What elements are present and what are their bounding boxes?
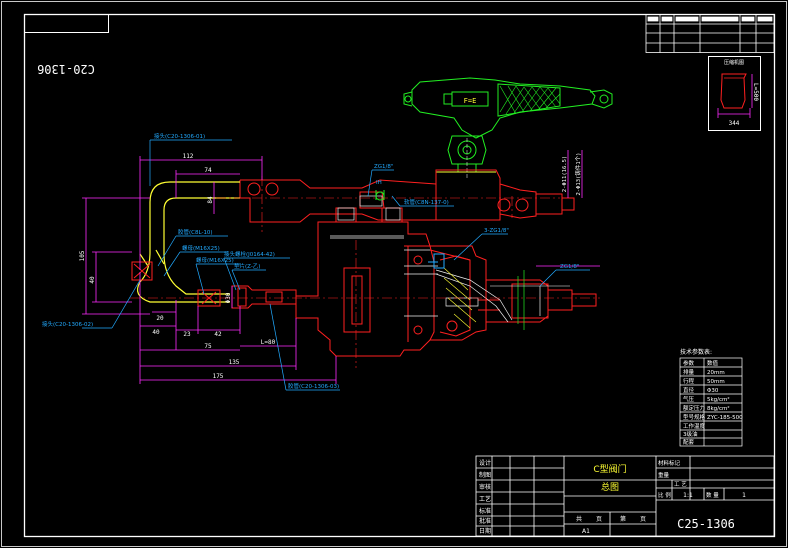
tb-scale-label: 比 例 bbox=[658, 491, 671, 499]
callout-c-top: 接头(C20-1306-01) bbox=[154, 132, 205, 140]
callout-h: IH bbox=[376, 180, 382, 186]
dim-20: 20 bbox=[156, 315, 164, 322]
callout-zg-right: ZG1/8" bbox=[560, 264, 579, 270]
spec-row-6-k: 型号规格 bbox=[683, 413, 706, 421]
hole-a-dim: 2-Φ11(16.5) bbox=[562, 156, 568, 192]
callout-c-left: 接头(C20-1306-02) bbox=[42, 320, 93, 328]
dim-42: 42 bbox=[214, 331, 222, 338]
spec-row-5-v: 8kg/cm² bbox=[707, 405, 730, 412]
title-block: 设计 制图 审核 工艺 标准 批准 日期 C型阀门 总图 共 页 第 页 A1 … bbox=[475, 455, 775, 537]
tb-mid-1: 页 bbox=[596, 516, 602, 523]
spec-row-3-k: 直径 bbox=[683, 386, 695, 394]
callout-joint: 接头螺栓(J0164-42) bbox=[224, 250, 275, 258]
callout-thread: 3-ZG1/8" bbox=[484, 228, 509, 234]
inset-dim-height: L=500 bbox=[752, 83, 759, 101]
spec-table: 技术参数表: 参数 数值 排量 20mm 行程 50mm 直径 Φ30 气压 5… bbox=[679, 348, 743, 447]
tb-mid-0: 共 bbox=[576, 515, 582, 523]
callout-gasket: 垫片(Z-乙) bbox=[234, 262, 260, 270]
tb-qty: 1 bbox=[742, 492, 746, 499]
dim-105: 105 bbox=[79, 250, 86, 261]
valve-body bbox=[231, 169, 597, 357]
hole-b-dim: 2-Φ13(铸件1个) bbox=[574, 153, 582, 196]
centerlines bbox=[130, 176, 600, 368]
tb-qty-label: 数 量 bbox=[706, 491, 719, 499]
pipe-loop bbox=[137, 181, 240, 303]
tb-qty-extra: 工 艺 bbox=[674, 481, 687, 488]
callout-c-right: 软管(C8N-137-0) bbox=[404, 198, 449, 206]
spec-row-4-v: 5kg/cm² bbox=[707, 396, 730, 403]
dim-112: 112 bbox=[183, 153, 194, 160]
dim-84: 84 bbox=[207, 196, 214, 204]
tb-sheet-size: A1 bbox=[582, 528, 590, 535]
side-fitting bbox=[428, 253, 445, 269]
inset-detail: 压缩机图 344 L=500 bbox=[708, 56, 761, 131]
callout-nut1: 螺母(M16X25) bbox=[182, 244, 220, 252]
drawing-code: C25-1306 bbox=[677, 517, 735, 531]
spec-row-3-v: Φ30 bbox=[707, 388, 719, 394]
dim-74: 74 bbox=[204, 167, 212, 174]
tb-right-0: 材料标记 bbox=[658, 459, 681, 467]
spec-row-7-k: 工作温度 bbox=[683, 422, 706, 430]
dim-40: 40 bbox=[89, 276, 96, 284]
spec-title: 技术参数表: bbox=[680, 348, 712, 356]
tb-left-3: 工艺 bbox=[479, 495, 491, 503]
dim-23: 23 bbox=[183, 331, 191, 338]
spec-row-5-k: 额定压力 bbox=[683, 404, 705, 412]
grip-crosshatch bbox=[499, 85, 561, 115]
callout-nut2: 螺母(M16X25) bbox=[196, 256, 234, 264]
spec-row-2-v: 50mm bbox=[707, 379, 725, 385]
valve-internals bbox=[330, 195, 541, 330]
spec-row-2-k: 行程 bbox=[683, 377, 695, 385]
hatch-pattern bbox=[443, 267, 477, 329]
tb-left-5: 批准 bbox=[479, 517, 491, 525]
spec-row-9-k: 配套 bbox=[683, 438, 695, 446]
spec-row-8-k: 3级油 bbox=[683, 430, 698, 438]
tb-left-1: 制图 bbox=[479, 471, 491, 479]
tb-left-2: 审核 bbox=[479, 483, 491, 491]
tb-left-4: 标准 bbox=[479, 507, 491, 515]
spec-row-4-k: 气压 bbox=[683, 395, 695, 403]
handle-label: F=E bbox=[464, 97, 477, 105]
inner-frame bbox=[23, 13, 776, 538]
tb-right-1: 重量 bbox=[658, 471, 670, 479]
spec-row-0-v: 数值 bbox=[707, 359, 719, 367]
spec-row-6-v: ZYC-185-500 bbox=[707, 415, 743, 421]
tb-left-0: 设计 bbox=[479, 459, 491, 467]
tb-mid2-0: 第 bbox=[620, 515, 626, 523]
inset-title: 压缩机图 bbox=[724, 59, 744, 66]
dim-l80: L=80 bbox=[261, 339, 276, 346]
leader-lines bbox=[82, 139, 590, 391]
dimension-lines bbox=[82, 150, 600, 384]
tb-mid2-1: 页 bbox=[640, 516, 646, 523]
tb-scale: 1:1 bbox=[683, 492, 693, 499]
flipped-code: C20-1306 bbox=[37, 62, 95, 76]
flipped-code-box: C20-1306 bbox=[24, 14, 109, 76]
dim-75: 75 bbox=[204, 343, 212, 350]
center-bolt bbox=[375, 190, 385, 201]
spec-row-1-k: 排量 bbox=[683, 368, 695, 376]
callout-c-bottom: 胶管(C20-1306-03) bbox=[288, 382, 339, 390]
dim-135: 135 bbox=[229, 359, 240, 366]
spec-row-1-v: 20mm bbox=[707, 370, 725, 376]
dim-175: 175 bbox=[213, 373, 224, 380]
callout-zg-top: ZG1/8" bbox=[374, 164, 393, 170]
dim-phi30: Φ30 bbox=[225, 292, 232, 303]
tb-subname: 总图 bbox=[601, 481, 619, 493]
dim-40b: 40 bbox=[152, 329, 160, 336]
tb-left-6: 日期 bbox=[479, 527, 491, 535]
callout-hose: 胶管(C8L-10) bbox=[178, 228, 213, 236]
spec-row-0-k: 参数 bbox=[683, 359, 695, 367]
inset-dim-width: 344 bbox=[729, 120, 740, 127]
tb-name: C型阀门 bbox=[593, 463, 626, 475]
revision-table bbox=[645, 14, 775, 53]
